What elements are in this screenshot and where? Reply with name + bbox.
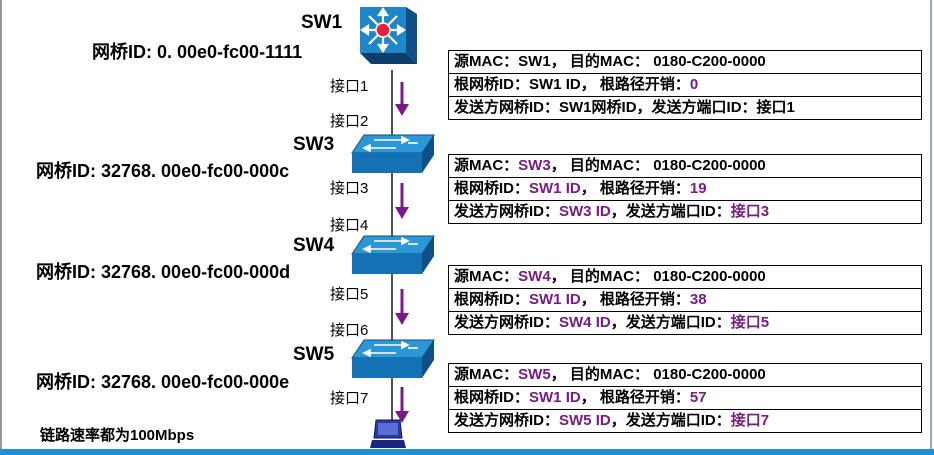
src-mac-value: SW5	[518, 366, 551, 383]
bpdu-sender-row: 发送方网桥ID：SW3 ID，发送方端口ID：接口3	[449, 200, 921, 223]
left-border	[0, 0, 2, 455]
bottom-band	[0, 449, 934, 455]
dst-mac-value: 0180-C200-0000	[653, 268, 766, 285]
root-cost-label: ， 根路径开销：	[580, 389, 690, 406]
sender-port-label: ，发送方端口ID：	[610, 314, 731, 331]
root-id-value: SW1 ID	[529, 291, 581, 308]
bpdu-sender-row: 发送方网桥ID：SW5 ID，发送方端口ID：接口7	[449, 409, 921, 432]
port-label: 接口1	[330, 78, 369, 95]
root-id-label: 根网桥ID：	[454, 76, 530, 93]
sender-id-label: 发送方网桥ID：	[454, 412, 560, 429]
dst-mac-value: 0180-C200-0000	[653, 157, 766, 174]
src-mac-value: SW3	[518, 157, 551, 174]
port-label: 接口6	[330, 322, 369, 339]
sender-port-label: ，发送方端口ID：	[610, 412, 731, 429]
root-cost-value: 0	[689, 76, 699, 93]
dst-mac-label: ， 目的MAC：	[550, 157, 654, 174]
src-mac-label: 源MAC：	[454, 366, 519, 383]
root-id-value: SW1 ID	[529, 76, 581, 93]
dst-mac-value: 0180-C200-0000	[653, 53, 766, 70]
core-switch-icon	[360, 7, 417, 64]
switch-name-sw3: SW3	[293, 134, 335, 155]
src-mac-label: 源MAC：	[454, 53, 519, 70]
dst-mac-label: ， 目的MAC：	[550, 366, 654, 383]
port-label: 接口3	[330, 180, 369, 197]
switch-icon	[351, 134, 435, 173]
port-label: 接口5	[330, 286, 369, 303]
src-mac-label: 源MAC：	[454, 268, 519, 285]
root-cost-value: 57	[689, 389, 707, 406]
switch-name-sw5: SW5	[293, 344, 335, 365]
bpdu-root-row: 根网桥ID：SW1 ID， 根路径开销：19	[449, 177, 921, 200]
root-id-value: SW1 ID	[529, 389, 581, 406]
sender-port-label: ，发送方端口ID：	[610, 203, 731, 220]
sender-id-value: SW4 ID	[559, 314, 611, 331]
bpdu-mac-row: 源MAC：SW1， 目的MAC： 0180-C200-0000	[449, 51, 921, 73]
sender-port-value: 接口1	[756, 99, 795, 116]
switch-name-sw1: SW1	[301, 12, 343, 33]
switch-name-sw4: SW4	[293, 235, 335, 256]
arrow-down-icon	[395, 387, 409, 423]
bpdu-mac-row: 源MAC：SW4， 目的MAC： 0180-C200-0000	[449, 266, 921, 288]
sender-port-value: 接口7	[730, 412, 770, 429]
sender-id-label: 发送方网桥ID：	[454, 203, 560, 220]
dst-mac-label: ， 目的MAC：	[550, 53, 654, 70]
root-id-value: SW1 ID	[529, 180, 581, 197]
bridge-id-sw3: 网桥ID: 32768. 00e0-fc00-000c	[36, 161, 290, 181]
bpdu-sender-row: 发送方网桥ID：SW4 ID，发送方端口ID：接口5	[449, 311, 921, 334]
sender-port-label: ，发送方端口ID：	[636, 99, 757, 116]
arrow-down-icon	[395, 289, 409, 325]
right-border	[930, 0, 932, 449]
dst-mac-label: ， 目的MAC：	[550, 268, 654, 285]
sender-port-value: 接口5	[730, 314, 770, 331]
switch-icon	[351, 339, 435, 378]
bpdu-root-row: 根网桥ID：SW1 ID， 根路径开销：0	[449, 73, 921, 96]
bpdu-box-sw1: 源MAC：SW1， 目的MAC： 0180-C200-0000 根网桥ID：SW…	[448, 50, 922, 120]
root-cost-value: 19	[689, 180, 707, 197]
arrow-down-icon	[395, 82, 409, 116]
bpdu-root-row: 根网桥ID：SW1 ID， 根路径开销：38	[449, 288, 921, 311]
bpdu-root-row: 根网桥ID：SW1 ID， 根路径开销：57	[449, 386, 921, 409]
bridge-id-sw1: 网桥ID: 0. 00e0-fc00-1111	[92, 42, 303, 62]
sender-id-label: 发送方网桥ID：	[454, 314, 560, 331]
root-cost-label: ， 根路径开销：	[580, 180, 690, 197]
sender-id-value: SW3 ID	[559, 203, 611, 220]
src-mac-label: 源MAC：	[454, 157, 519, 174]
root-id-label: 根网桥ID：	[454, 389, 530, 406]
link-speed-note: 链路速率都为100Mbps	[40, 427, 195, 444]
sender-id-label: 发送方网桥ID：	[454, 99, 560, 116]
sender-port-value: 接口3	[730, 203, 770, 220]
bpdu-mac-row: 源MAC：SW3， 目的MAC： 0180-C200-0000	[449, 155, 921, 177]
bpdu-mac-row: 源MAC：SW5， 目的MAC： 0180-C200-0000	[449, 364, 921, 386]
port-label: 接口2	[330, 113, 369, 130]
src-mac-value: SW1	[518, 53, 551, 70]
bpdu-box-sw4: 源MAC：SW4， 目的MAC： 0180-C200-0000 根网桥ID：SW…	[448, 265, 922, 335]
bpdu-box-sw3: 源MAC：SW3， 目的MAC： 0180-C200-0000 根网桥ID：SW…	[448, 154, 922, 224]
root-cost-value: 38	[689, 291, 707, 308]
root-id-label: 根网桥ID：	[454, 180, 530, 197]
switch-icon	[351, 235, 435, 274]
sender-id-value: SW5 ID	[559, 412, 611, 429]
pc-icon	[370, 419, 406, 448]
bpdu-box-sw5: 源MAC：SW5， 目的MAC： 0180-C200-0000 根网桥ID：SW…	[448, 363, 922, 433]
sender-id-value: SW1网桥ID	[559, 99, 637, 116]
bridge-id-sw5: 网桥ID: 32768. 00e0-fc00-000e	[36, 372, 290, 392]
root-cost-label: ， 根路径开销：	[580, 76, 690, 93]
bpdu-sender-row: 发送方网桥ID：SW1网桥ID，发送方端口ID：接口1	[449, 96, 921, 119]
root-id-label: 根网桥ID：	[454, 291, 530, 308]
port-label: 接口7	[330, 390, 369, 407]
src-mac-value: SW4	[518, 268, 551, 285]
root-cost-label: ， 根路径开销：	[580, 291, 690, 308]
bridge-id-sw4: 网桥ID: 32768. 00e0-fc00-000d	[36, 262, 291, 282]
dst-mac-value: 0180-C200-0000	[653, 366, 766, 383]
port-label: 接口4	[330, 217, 369, 234]
arrow-down-icon	[395, 183, 409, 219]
